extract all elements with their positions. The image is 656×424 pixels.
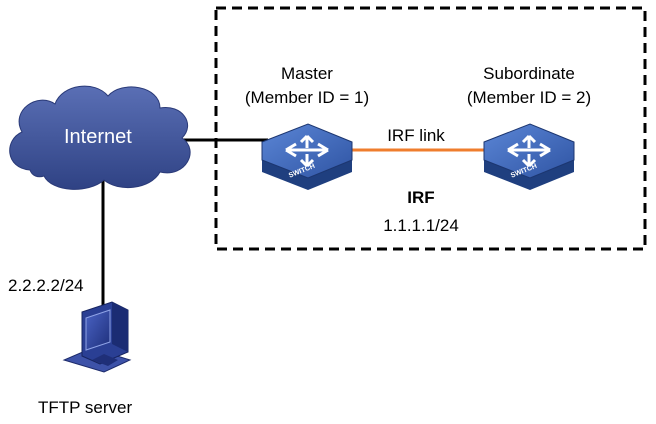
irf-address-label: 1.1.1.1/24	[383, 216, 459, 235]
master-switch-icon	[261, 123, 353, 190]
internet-label: Internet	[64, 126, 132, 148]
server-address-label: 2.2.2.2/24	[8, 276, 84, 295]
subordinate-member-id-label: (Member ID = 2)	[466, 88, 592, 107]
irf-link-label: IRF link	[387, 126, 445, 145]
master-member-id-label: (Member ID = 1)	[244, 88, 370, 107]
irf-title: IRF	[407, 188, 435, 207]
internet-cloud-icon	[9, 85, 191, 190]
master-role-label: Master	[281, 64, 333, 83]
tftp-server-computer-icon	[62, 301, 132, 373]
irf-boundary	[214, 6, 647, 251]
subordinate-role-label: Subordinate	[483, 64, 575, 83]
subordinate-switch-icon	[483, 123, 575, 190]
tftp-server-label: TFTP server	[38, 398, 133, 417]
